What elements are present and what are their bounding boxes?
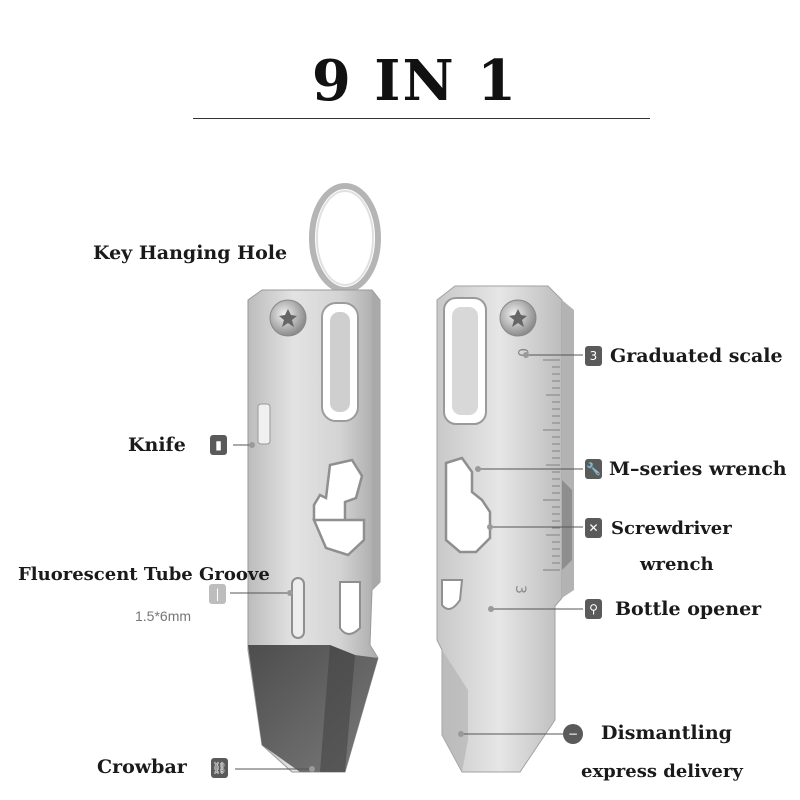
label-screwdriver: Screwdriver [611, 518, 732, 539]
right-multitool: 0 3 [436, 285, 574, 773]
label-bottle-opener: Bottle opener [615, 598, 762, 620]
scale-zero: 0 [514, 348, 530, 357]
label-dismantling: Dismantling [601, 722, 732, 744]
key-ring [309, 183, 381, 293]
label-knife: Knife [128, 434, 186, 456]
screwdriver-wrench-icon: ✕ [585, 518, 602, 538]
groove-size: 1.5*6mm [135, 608, 192, 624]
link-icon: ⛓ [211, 758, 228, 778]
label-m-series-wrench: M–series wrench [609, 458, 787, 480]
label-wrench: wrench [640, 554, 714, 575]
leader-dots [249, 352, 529, 772]
scale-three: 3 [512, 585, 528, 594]
groove-icon: | [209, 584, 226, 604]
label-fluorescent-tube-groove: Fluorescent Tube Groove [18, 564, 270, 585]
left-multitool [247, 289, 381, 773]
minus-circle-icon: − [563, 724, 583, 744]
leader-lines [230, 354, 583, 770]
graduated-scale-icon: 3 [585, 346, 602, 366]
label-key-hanging-hole: Key Hanging Hole [93, 242, 288, 264]
label-graduated-scale: Graduated scale [610, 345, 783, 367]
scale-ticks [543, 359, 560, 571]
label-crowbar: Crowbar [97, 756, 187, 778]
label-express-delivery: express delivery [581, 761, 743, 782]
knife-icon: ▮ [210, 435, 227, 455]
title-divider [193, 118, 650, 119]
wrench-icon: 🔧 [585, 459, 602, 479]
bottle-opener-icon: ⚲ [585, 599, 602, 619]
page-title: 9 IN 1 [311, 48, 519, 114]
